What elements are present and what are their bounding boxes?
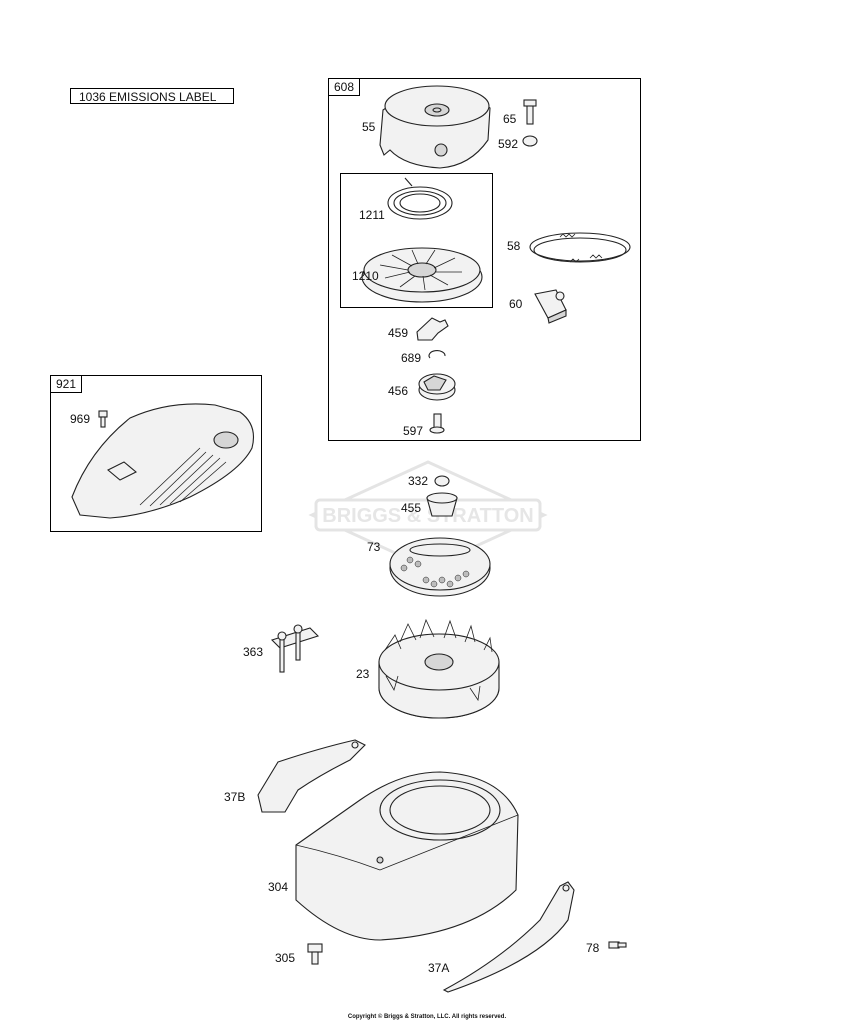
nut-332 <box>434 475 450 487</box>
callout-592: 592 <box>498 137 519 151</box>
shroud-kit-box: 921 <box>50 375 262 532</box>
callout-37b: 37B <box>224 790 246 804</box>
callout-1211: 1211 <box>359 208 385 222</box>
pulley-1210 <box>361 247 483 303</box>
air-baffle-37b <box>257 739 366 813</box>
nut-592 <box>522 135 538 147</box>
callout-969: 969 <box>70 412 91 426</box>
rotating-screen-73 <box>389 537 491 597</box>
flywheel-23 <box>378 618 500 719</box>
air-baffle-37a <box>442 881 575 993</box>
callout-305: 305 <box>275 951 296 965</box>
callout-23: 23 <box>356 667 370 681</box>
starter-handle-60 <box>534 289 567 324</box>
screw-78 <box>608 941 627 949</box>
screw-969 <box>98 410 108 428</box>
emissions-label-box: 1036 EMISSIONS LABEL <box>70 88 234 104</box>
callout-65: 65 <box>503 112 517 126</box>
callout-60: 60 <box>509 297 523 311</box>
callout-1210: 1210 <box>352 269 379 283</box>
pawl-459 <box>416 317 449 341</box>
engine-shroud-921 <box>71 403 255 519</box>
starter-cup-455 <box>426 492 458 517</box>
screw-305 <box>307 943 323 965</box>
callout-363: 363 <box>243 645 264 659</box>
starter-housing-55 <box>379 85 491 169</box>
callout-73: 73 <box>367 540 381 554</box>
callout-37a: 37A <box>428 961 450 975</box>
callout-55: 55 <box>362 120 376 134</box>
rewind-spring-1211 <box>387 177 453 220</box>
blower-housing-304 <box>295 771 519 941</box>
watermark-logo: BRIGGS & STRATTON <box>308 460 548 570</box>
callout-456: 456 <box>388 384 409 398</box>
callout-304: 304 <box>268 880 289 894</box>
callout-455: 455 <box>401 501 422 515</box>
callout-58: 58 <box>507 239 521 253</box>
watermark-text: BRIGGS & STRATTON <box>322 505 533 527</box>
starter-kit-box: 608 <box>328 78 641 441</box>
clip-689 <box>428 350 446 359</box>
starter-kit-number: 608 <box>328 78 361 96</box>
callout-332: 332 <box>408 474 429 488</box>
bracket-363 <box>270 624 320 673</box>
screw-597 <box>429 413 445 434</box>
callout-689: 689 <box>401 351 422 365</box>
ratchet-sub-box <box>340 173 493 308</box>
callout-597: 597 <box>403 424 424 438</box>
retainer-456 <box>418 373 456 401</box>
screw-65 <box>523 99 537 125</box>
callout-459: 459 <box>388 326 409 340</box>
shroud-kit-number: 921 <box>50 375 83 393</box>
callout-78: 78 <box>586 941 600 955</box>
copyright-notice: Copyright © Briggs & Stratton, LLC. All … <box>347 1014 507 1020</box>
starter-rope-58 <box>529 232 631 263</box>
